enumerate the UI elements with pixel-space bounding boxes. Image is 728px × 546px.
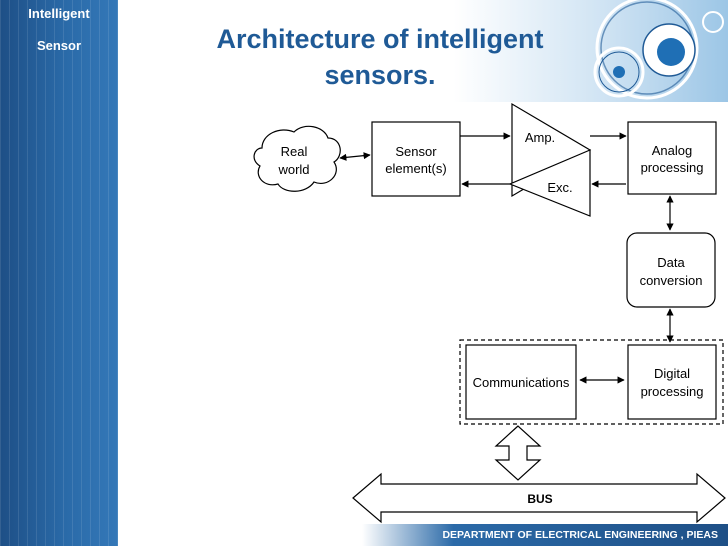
page-title-line2: sensors. [324,60,436,90]
comm-bus-double-arrow [494,425,542,481]
intelligent-unit-enclosure [459,339,724,425]
digital-processing-label-1: Digital [654,366,690,381]
decorative-circles-logo [593,0,724,100]
analog-processing-label-2: processing [641,160,704,175]
digital-processing-label-2: processing [641,384,704,399]
data-conversion-label-2: conversion [640,273,703,288]
data-conversion-label-1: Data [657,255,685,270]
sidebar: Intelligent Sensor [0,0,118,546]
data-conversion-box [626,232,716,308]
header-band [118,0,728,102]
exc-label: Exc. [547,180,572,195]
communications-label: Communications [473,375,570,390]
sensor-element-label-1: Sensor [395,144,437,159]
sensor-element-label-2: element(s) [385,161,446,176]
digital-processing-box [627,344,717,420]
bus-label: BUS [527,492,552,506]
exc-triangle [508,149,591,217]
analog-processing-box [627,121,717,195]
bus-arrow [352,472,726,524]
real-world-label-1: Real [281,144,308,159]
footer-text: DEPARTMENT OF ELECTRICAL ENGINEERING , P… [442,529,718,541]
sensor-element-box [371,121,461,197]
real-world-label-2: world [277,162,309,177]
sidebar-stripes [0,0,118,546]
footer-band [118,524,728,546]
sidebar-label-line2: Sensor [36,38,82,53]
communications-box [465,344,577,420]
cloud-sensor-arrow [339,152,371,161]
sidebar-label-line1: Intelligent [28,6,90,21]
analog-processing-label-1: Analog [652,143,692,158]
page-title-line1: Architecture of intelligent [216,24,544,54]
real-world-cloud [253,125,341,192]
amp-label: Amp. [525,130,555,145]
